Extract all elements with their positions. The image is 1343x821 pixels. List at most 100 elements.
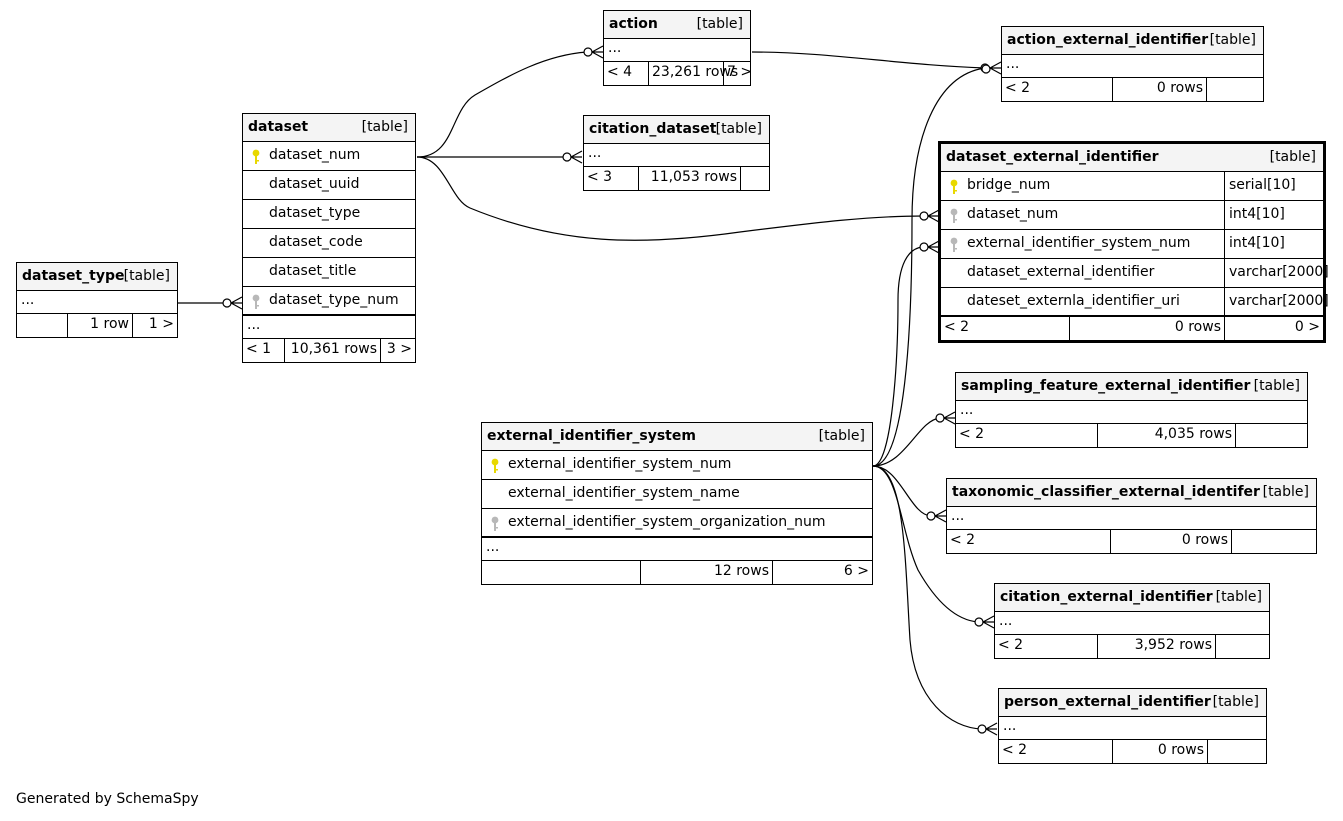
column-name: external_identifier_system_num <box>967 235 1191 251</box>
row-count: 1 row <box>67 314 132 337</box>
crowfoot-dsei-eis-num <box>927 240 940 254</box>
column-row[interactable]: dataset_title <box>243 258 415 287</box>
column-name: dataset_type_num <box>269 292 399 308</box>
children-count[interactable] <box>1207 740 1266 763</box>
more-columns: ... <box>17 291 177 314</box>
link-eis-aei <box>872 67 986 467</box>
table-footer: < 1 10,361 rows 3 > <box>243 339 415 362</box>
table-footer: < 2 0 rows 0 > <box>941 317 1323 340</box>
more-columns: ... <box>584 144 769 167</box>
table-dataset-type[interactable]: dataset_type [table] ... 1 row 1 > <box>16 262 178 338</box>
table-name[interactable]: external_identifier_system <box>487 428 696 444</box>
link-eis-pei <box>872 465 983 730</box>
column-name: dataset_external_identifier <box>967 264 1155 280</box>
table-action[interactable]: action [table] ... < 4 23,261 rows 7 > <box>603 10 752 86</box>
crowfoot-citation-dataset <box>570 150 583 164</box>
children-count[interactable] <box>1235 424 1307 447</box>
crowfoot-sfei <box>943 411 956 425</box>
parents-count[interactable] <box>482 561 640 584</box>
column-row[interactable]: dateset_externla_identifier_uri varchar[… <box>941 288 1329 317</box>
column-row[interactable]: dataset_num int4[10] <box>941 201 1323 230</box>
column-row[interactable]: dataset_code <box>243 229 415 258</box>
primary-key-icon <box>491 458 499 473</box>
table-citation-dataset[interactable]: citation_dataset [table] ... < 3 11,053 … <box>583 115 770 191</box>
table-external-identifier-system[interactable]: external_identifier_system [table] exter… <box>481 422 873 585</box>
column-row[interactable]: external_identifier_system_organization_… <box>482 509 872 538</box>
row-count: 11,053 rows <box>638 167 740 190</box>
table-name[interactable]: action <box>609 16 658 32</box>
crowfoot-action <box>591 45 604 59</box>
column-row[interactable]: external_identifier_system_num <box>482 451 872 480</box>
parents-count[interactable] <box>17 314 67 337</box>
children-count[interactable]: 6 > <box>772 561 872 584</box>
link-eis-sfei-child-end <box>935 413 945 423</box>
table-taxonomic-classifier-external-identifer[interactable]: taxonomic_classifier_external_identifer … <box>946 478 1317 554</box>
children-count[interactable]: 0 > <box>1224 317 1323 340</box>
table-kind: [table] <box>715 121 762 137</box>
column-row[interactable]: dataset_external_identifier varchar[2000… <box>941 259 1329 288</box>
table-kind: [table] <box>361 119 408 135</box>
column-row[interactable]: bridge_num serial[10] <box>941 172 1323 201</box>
crowfoot-dsei-dataset-num <box>927 209 940 223</box>
table-name[interactable]: person_external_identifier <box>1004 694 1211 710</box>
parents-count[interactable]: < 1 <box>246 341 272 357</box>
table-name[interactable]: dataset <box>248 119 309 135</box>
table-name[interactable]: dataset_type <box>22 268 125 284</box>
column-name: dataset_num <box>269 147 361 163</box>
table-name[interactable]: citation_external_identifier <box>1000 589 1213 605</box>
children-count[interactable] <box>1231 530 1316 553</box>
table-name[interactable]: dataset_external_identifier <box>946 149 1159 165</box>
row-count: 12 rows <box>640 561 772 584</box>
table-dataset-external-identifier[interactable]: dataset_external_identifier [table] brid… <box>938 141 1329 343</box>
column-row[interactable]: dataset_type_num <box>243 287 415 316</box>
table-name[interactable]: taxonomic_classifier_external_identifer <box>952 484 1260 500</box>
column-row[interactable]: external_identifier_system_name <box>482 480 872 509</box>
column-row[interactable]: dataset_uuid <box>243 171 415 200</box>
table-name[interactable]: sampling_feature_external_identifier <box>961 378 1251 394</box>
column-name: dateset_externla_identifier_uri <box>967 293 1180 309</box>
table-name[interactable]: action_external_identifier <box>1007 32 1209 48</box>
table-kind: [table] <box>1269 149 1316 165</box>
foreign-key-icon <box>950 208 958 223</box>
children-count[interactable] <box>1206 78 1263 101</box>
column-name: external_identifier_system_organization_… <box>508 514 826 530</box>
children-count[interactable]: 3 > <box>380 339 415 362</box>
parents-count[interactable]: < 2 <box>959 426 985 442</box>
column-name: dataset_uuid <box>269 176 360 192</box>
children-count[interactable]: 7 > <box>723 62 752 85</box>
table-dataset[interactable]: dataset [table] dataset_num dataset_uuid… <box>242 113 416 363</box>
parents-count[interactable]: < 2 <box>1005 80 1031 96</box>
table-footer: < 2 3,952 rows <box>995 635 1269 658</box>
parents-count[interactable]: < 4 <box>607 64 633 80</box>
children-count[interactable] <box>1215 635 1269 658</box>
table-sampling-feature-external-identifier[interactable]: sampling_feature_external_identifier [ta… <box>955 372 1308 448</box>
parents-count[interactable]: < 2 <box>944 319 970 335</box>
table-header: person_external_identifier [table] <box>999 689 1266 717</box>
column-row[interactable]: dataset_num <box>243 142 415 171</box>
table-name[interactable]: citation_dataset <box>589 121 717 137</box>
table-action-external-identifier[interactable]: action_external_identifier [table] ... <… <box>1001 26 1264 102</box>
parents-count[interactable]: < 3 <box>587 169 613 185</box>
link-dataset-dsei <box>416 156 924 241</box>
link-eis-cei-child-end <box>974 617 984 627</box>
column-row[interactable]: external_identifier_system_num int4[10] <box>941 230 1323 259</box>
table-kind: [table] <box>1212 694 1259 710</box>
table-footer: < 2 0 rows <box>1002 78 1263 101</box>
parents-count[interactable]: < 2 <box>998 637 1024 653</box>
column-row[interactable]: dataset_type <box>243 200 415 229</box>
column-type: varchar[2000] <box>1224 288 1329 315</box>
children-count[interactable]: 1 > <box>132 314 177 337</box>
parents-count[interactable]: < 2 <box>1002 742 1028 758</box>
children-count[interactable] <box>740 167 769 190</box>
table-person-external-identifier[interactable]: person_external_identifier [table] ... <… <box>998 688 1267 764</box>
table-header: citation_dataset [table] <box>584 116 769 144</box>
table-citation-external-identifier[interactable]: citation_external_identifier [table] ...… <box>994 583 1270 659</box>
table-kind: [table] <box>1215 589 1262 605</box>
more-columns: ... <box>947 507 1316 530</box>
link-dataset-citation-dataset-child-end <box>562 152 572 162</box>
parents-count[interactable]: < 2 <box>950 532 976 548</box>
table-kind: [table] <box>1262 484 1309 500</box>
column-name: dataset_type <box>269 205 361 221</box>
column-name: external_identifier_system_num <box>508 456 732 472</box>
row-count: 0 rows <box>1112 78 1206 101</box>
